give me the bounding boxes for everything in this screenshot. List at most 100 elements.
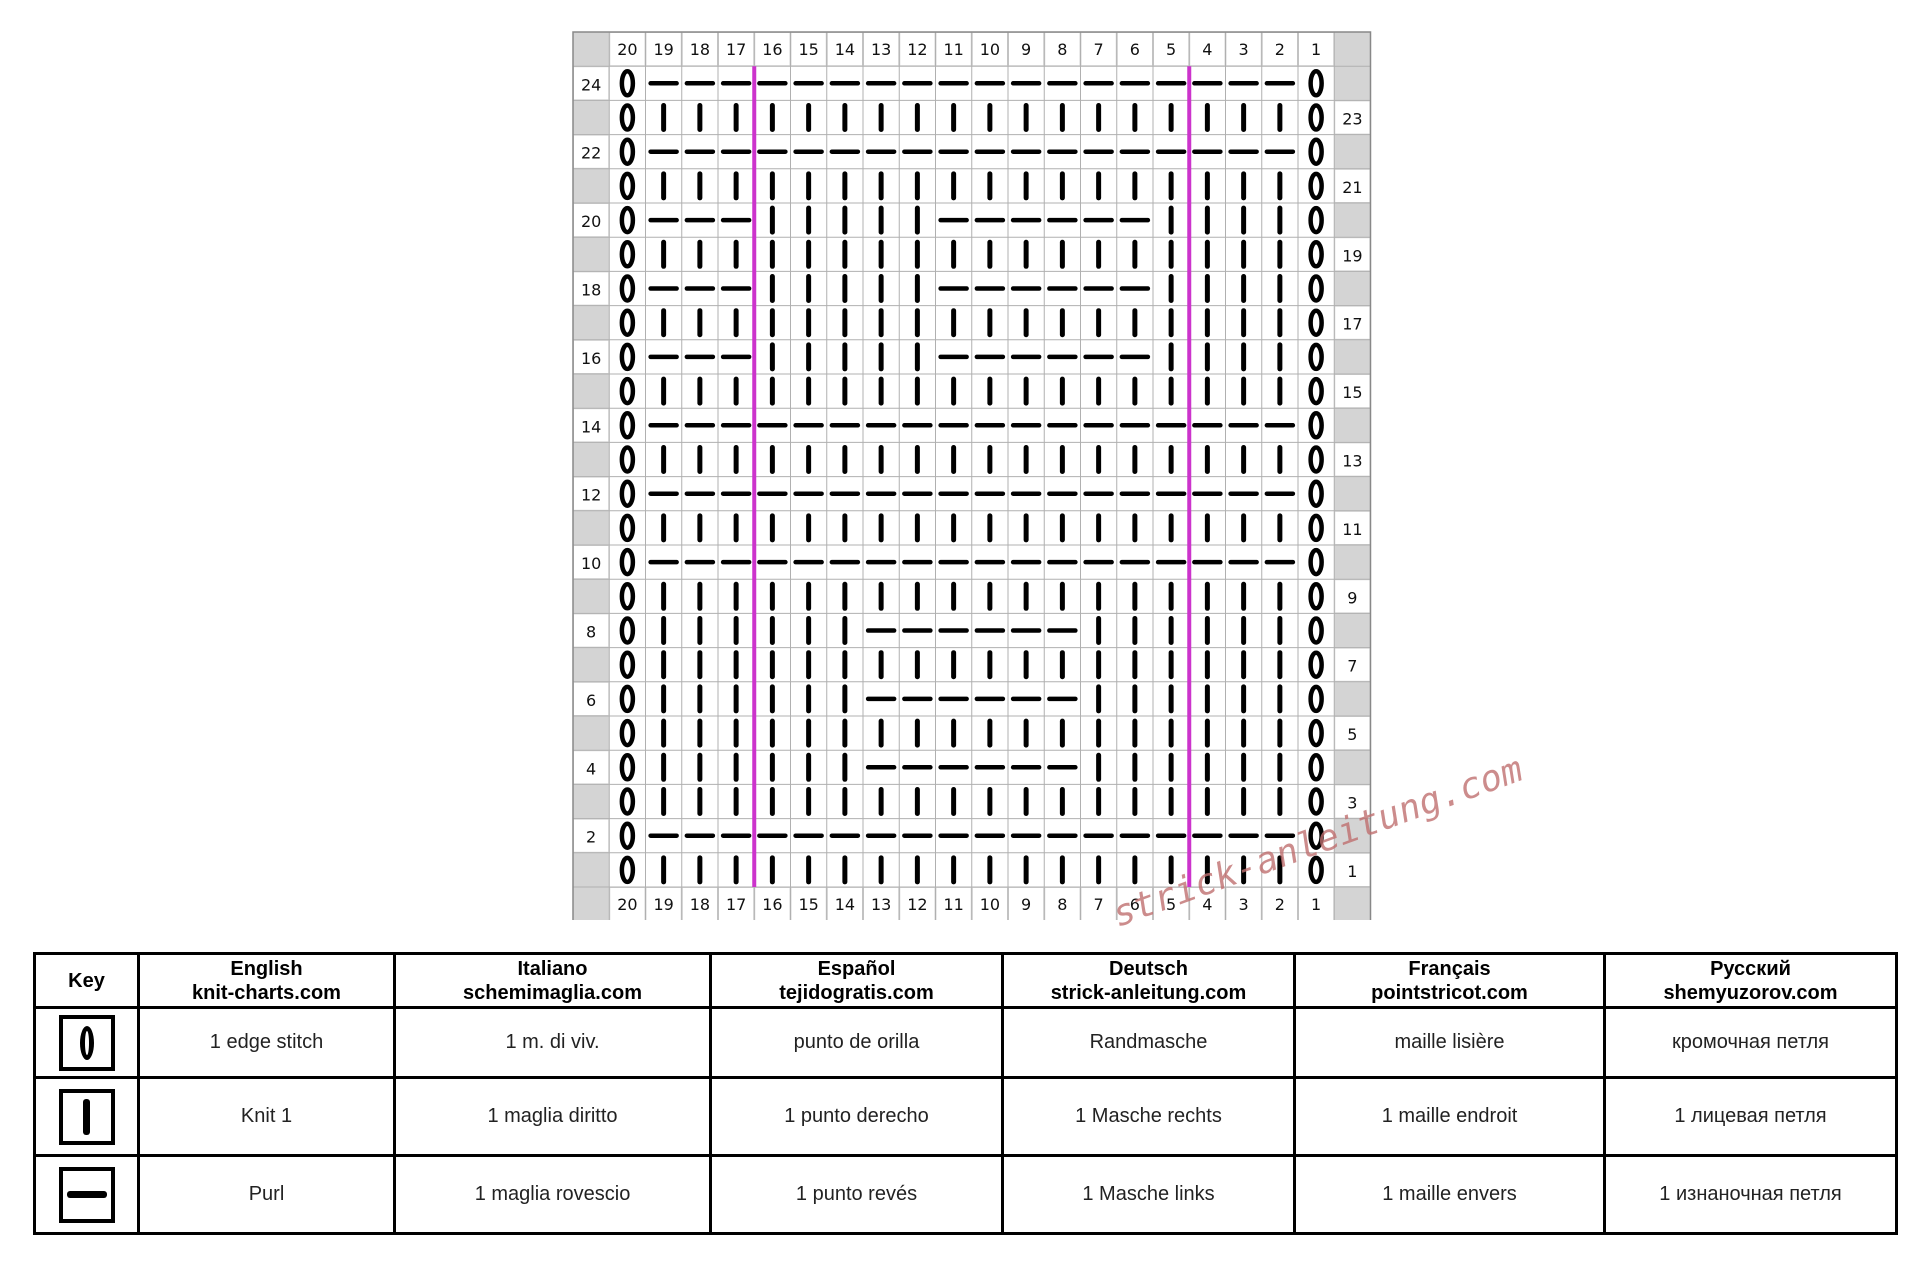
legend-row-purl: Purl 1 maglia rovescio 1 punto revés 1 M… <box>33 1154 1898 1235</box>
edge-stitch-symbol <box>1308 376 1324 406</box>
lang-site: shemyuzorov.com <box>1663 981 1838 1004</box>
row-number: 8 <box>586 623 596 642</box>
column-number: 4 <box>1202 40 1212 59</box>
column-number: 19 <box>653 40 673 59</box>
edge-stitch-symbol <box>1308 855 1324 885</box>
column-label-box <box>791 33 826 66</box>
edge-stitch-symbol <box>619 274 636 303</box>
edge-stitch-symbol <box>1308 342 1324 372</box>
legend-text: 1 лицевая петля <box>1603 1076 1898 1157</box>
column-label-box <box>827 33 862 66</box>
column-label-box <box>936 33 971 66</box>
edge-stitch-symbol <box>619 616 636 645</box>
column-number: 15 <box>798 895 818 914</box>
row-label-box <box>574 409 609 442</box>
column-number: 5 <box>1166 895 1176 914</box>
row-number: 21 <box>1342 178 1362 197</box>
edge-stitch-symbol <box>619 308 636 337</box>
column-label-box <box>864 33 899 66</box>
column-label-box <box>1081 888 1116 920</box>
column-number: 7 <box>1094 40 1104 59</box>
edge-stitch-symbol <box>619 855 636 885</box>
legend-text: 1 punto derecho <box>709 1076 1004 1157</box>
column-label-box <box>827 888 862 920</box>
row-number: 2 <box>586 828 596 847</box>
row-label-box <box>574 340 609 373</box>
column-label-box <box>900 888 935 920</box>
column-label-box <box>719 888 754 920</box>
column-label-box <box>1009 888 1044 920</box>
legend-text: 1 maglia rovescio <box>393 1154 712 1235</box>
row-number: 20 <box>581 212 601 231</box>
row-label-box <box>574 204 609 237</box>
row-label-box <box>574 546 609 579</box>
column-number: 8 <box>1057 40 1067 59</box>
edge-stitch-symbol <box>1308 479 1324 508</box>
edge-stitch-symbol <box>1308 103 1324 132</box>
knitting-chart: 2020191918181717161615151414131312121111… <box>572 31 1372 920</box>
edge-stitch-symbol <box>1308 650 1324 679</box>
row-label-box <box>1335 580 1370 613</box>
legend-text: 1 изнаночная петля <box>1603 1154 1898 1235</box>
edge-stitch-symbol <box>1308 171 1324 201</box>
key-header: Key <box>33 952 140 1009</box>
edge-stitch-symbol <box>1308 616 1324 645</box>
edge-stitch-symbol <box>1308 547 1324 577</box>
column-label-box <box>1190 888 1225 920</box>
row-number: 12 <box>581 486 601 505</box>
legend-text: 1 maglia diritto <box>393 1076 712 1157</box>
row-label-box <box>1335 648 1370 681</box>
column-number: 9 <box>1021 40 1031 59</box>
edge-stitch-symbol <box>619 821 636 850</box>
lang-name: Italiano <box>517 957 588 980</box>
row-number: 7 <box>1347 657 1357 676</box>
legend-text: 1 edge stitch <box>137 1006 396 1079</box>
edge-stitch-symbol <box>619 342 636 372</box>
lang-name: English <box>230 957 303 980</box>
row-number: 1 <box>1347 862 1357 881</box>
row-label-box <box>574 751 609 784</box>
lang-name: Русский <box>1710 957 1791 980</box>
edge-stitch-symbol <box>1308 718 1324 748</box>
edge-stitch-symbol <box>619 582 636 611</box>
edge-stitch-symbol <box>1308 69 1324 98</box>
edge-stitch-symbol <box>619 205 636 235</box>
row-label-box <box>574 477 609 510</box>
column-label-box <box>864 888 899 920</box>
column-label-box <box>1154 888 1189 920</box>
column-label-box <box>1009 33 1044 66</box>
column-label-box <box>1299 888 1334 920</box>
legend-text: 1 m. di viv. <box>393 1006 712 1079</box>
purl-icon <box>58 1166 115 1223</box>
row-label-box <box>574 67 609 100</box>
column-label-box <box>1117 888 1152 920</box>
column-number: 9 <box>1021 895 1031 914</box>
row-number: 6 <box>586 691 596 710</box>
row-label-box <box>1335 238 1370 271</box>
edge-stitch-symbol <box>1308 753 1324 782</box>
lang-site: tejidogratis.com <box>779 981 934 1004</box>
column-label-box <box>1045 33 1080 66</box>
legend-text: maille lisière <box>1293 1006 1606 1079</box>
lang-site: schemimaglia.com <box>463 981 642 1004</box>
row-number: 9 <box>1347 588 1357 607</box>
column-number: 5 <box>1166 40 1176 59</box>
edge-stitch-symbol <box>619 103 636 132</box>
row-number: 3 <box>1347 794 1357 813</box>
column-number: 15 <box>798 40 818 59</box>
row-number: 18 <box>581 281 601 300</box>
key-cell <box>33 1076 140 1157</box>
edge-stitch-symbol <box>1308 205 1324 235</box>
lang-site: pointstricot.com <box>1371 981 1528 1004</box>
edge-stitch-symbol <box>619 684 636 714</box>
lang-site: knit-charts.com <box>192 981 341 1004</box>
edge-stitch-symbol <box>619 513 636 543</box>
edge-stitch-symbol <box>619 69 636 98</box>
legend-text: 1 punto revés <box>709 1154 1004 1235</box>
edge-stitch-symbol <box>619 445 636 474</box>
